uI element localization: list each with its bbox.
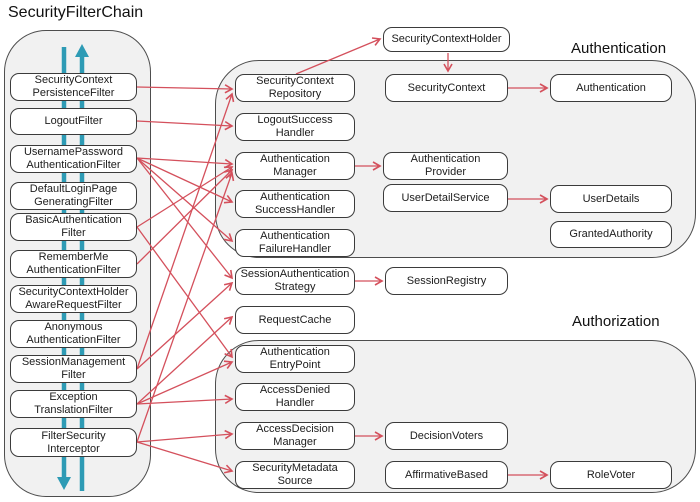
node-authenticationsuccesshandler: Authentication SuccessHandler: [235, 190, 355, 218]
node-logoutfilter: LogoutFilter: [10, 108, 137, 135]
request-flow-down-arrowhead-icon: [57, 477, 71, 490]
edge-logoutfilter-to-logoutsuccesshandler: [136, 120, 232, 126]
edge-filtersecurityinterceptor-to-authenticationmanager: [136, 173, 232, 443]
dependency-arrows: [136, 39, 547, 475]
node-securitycontextpersistencefilter: SecurityContext PersistenceFilter: [10, 73, 137, 101]
node-basicauthenticationfilter: BasicAuthentication Filter: [10, 213, 137, 241]
edge-filtersecurityinterceptor-to-accessdecisionmanager: [136, 434, 232, 443]
node-authenticationfailurehandler: Authentication FailureHandler: [235, 229, 355, 257]
edge-exceptiontranslationfilter-to-requestcache: [136, 317, 232, 405]
edge-sessionmanagementfilter-to-securitycontextrepository: [136, 94, 232, 370]
edge-securitycontextpersistencefilter-to-securitycontextrepository: [136, 87, 232, 89]
node-defaultloginpagegeneratingfilter: DefaultLoginPage GeneratingFilter: [10, 182, 137, 210]
node-sessionauthenticationstrategy: SessionAuthentication Strategy: [235, 267, 355, 295]
node-exceptiontranslationfilter: Exception TranslationFilter: [10, 390, 137, 418]
edge-securitycontextrepository-to-securitycontextholder: [295, 39, 380, 75]
node-logoutsuccesshandler: LogoutSuccess Handler: [235, 113, 355, 141]
authorization-section-label: Authorization: [572, 313, 660, 330]
edge-usernamepasswordauthenticationfilter-to-authenticationfailurehandler: [136, 157, 232, 241]
node-sessionmanagementfilter: SessionManagement Filter: [10, 355, 137, 383]
node-anonymousauthenticationfilter: Anonymous AuthenticationFilter: [10, 320, 137, 348]
edge-exceptiontranslationfilter-to-accessdeniedhandler: [136, 399, 232, 405]
edge-remembermeauthenticationfilter-to-authenticationmanager: [136, 170, 232, 265]
node-rolevoter: RoleVoter: [550, 461, 672, 489]
node-securitycontext: SecurityContext: [385, 74, 508, 102]
edge-usernamepasswordauthenticationfilter-to-authenticationmanager: [136, 157, 232, 164]
diagram-title: SecurityFilterChain: [8, 4, 144, 21]
node-userdetails: UserDetails: [550, 185, 672, 213]
node-affirmativebased: AffirmativeBased: [385, 461, 508, 489]
response-flow-up-arrowhead-icon: [75, 44, 89, 57]
node-userdetailservice: UserDetailService: [383, 184, 508, 212]
node-authenticationmanager: Authentication Manager: [235, 152, 355, 180]
node-accessdecisionmanager: AccessDecision Manager: [235, 422, 355, 450]
node-decisionvoters: DecisionVoters: [385, 422, 508, 450]
authentication-section-label: Authentication: [571, 40, 667, 57]
node-authenticationentrypoint: Authentication EntryPoint: [235, 345, 355, 373]
node-grantedauthority: GrantedAuthority: [550, 221, 672, 248]
edge-sessionmanagementfilter-to-sessionauthenticationstrategy: [136, 283, 232, 370]
node-usernamepasswordauthenticationfilter: UsernamePassword AuthenticationFilter: [10, 145, 137, 173]
edge-basicauthenticationfilter-to-authenticationmanager: [136, 167, 232, 228]
node-securitycontextrepository: SecurityContext Repository: [235, 74, 355, 102]
node-requestcache: RequestCache: [235, 306, 355, 334]
node-securitycontextholderawarerequestfilter: SecurityContextHolder AwareRequestFilter: [10, 285, 137, 313]
node-accessdeniedhandler: AccessDenied Handler: [235, 383, 355, 411]
node-authentication: Authentication: [550, 74, 672, 102]
edge-filtersecurityinterceptor-to-securitymetadatasource: [136, 441, 232, 471]
node-authenticationprovider: Authentication Provider: [383, 152, 508, 180]
node-sessionregistry: SessionRegistry: [385, 267, 508, 295]
node-remembermeauthenticationfilter: RememberMe AuthenticationFilter: [10, 250, 137, 278]
node-securitycontextholder: SecurityContextHolder: [383, 27, 510, 52]
node-securitymetadatasource: SecurityMetadata Source: [235, 461, 355, 489]
edge-basicauthenticationfilter-to-authenticationentrypoint: [136, 226, 232, 357]
edge-usernamepasswordauthenticationfilter-to-authenticationsuccesshandler: [136, 157, 232, 202]
edge-usernamepasswordauthenticationfilter-to-sessionauthenticationstrategy: [136, 157, 232, 278]
edge-exceptiontranslationfilter-to-authenticationentrypoint: [136, 362, 232, 405]
node-filtersecurityinterceptor: FilterSecurity Interceptor: [10, 428, 137, 457]
